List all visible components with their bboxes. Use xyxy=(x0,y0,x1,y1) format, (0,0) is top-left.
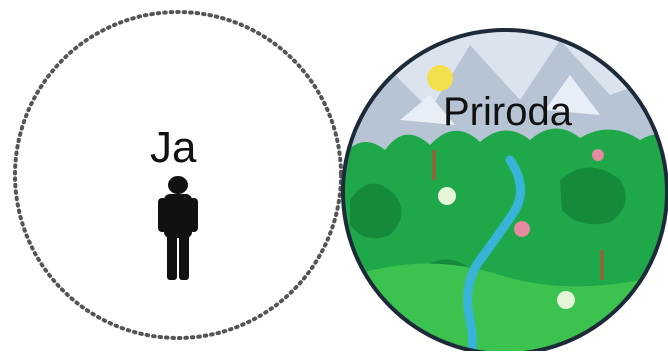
nature-illustration xyxy=(340,20,668,351)
self-circle xyxy=(15,12,341,338)
sun xyxy=(427,65,453,91)
self-label: Ja xyxy=(150,126,196,170)
nature-label: Priroda xyxy=(443,92,572,132)
